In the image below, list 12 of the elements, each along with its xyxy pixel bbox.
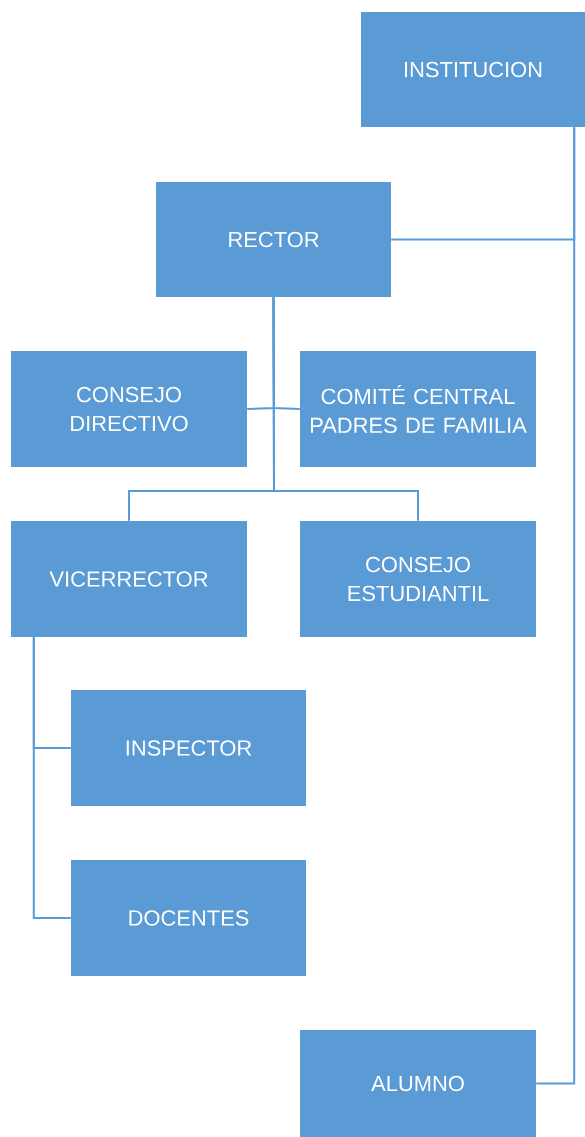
org-box: CONSEJO ESTUDIANTIL bbox=[300, 521, 536, 637]
connector-line bbox=[32, 636, 72, 919]
org-box: INSTITUCION bbox=[361, 12, 585, 127]
org-box: VICERRECTOR bbox=[11, 521, 247, 637]
org-box: CONSEJO DIRECTIVO bbox=[11, 351, 247, 467]
org-box: ALUMNO bbox=[300, 1030, 536, 1137]
org-box: RECTOR bbox=[156, 182, 391, 297]
org-box: DOCENTES bbox=[71, 860, 306, 976]
org-box: INSPECTOR bbox=[71, 690, 306, 806]
connector-line bbox=[535, 126, 576, 1085]
connector-line bbox=[272, 296, 419, 522]
org-box: COMITÉ CENTRAL PADRES DE FAMILIA bbox=[300, 351, 536, 467]
